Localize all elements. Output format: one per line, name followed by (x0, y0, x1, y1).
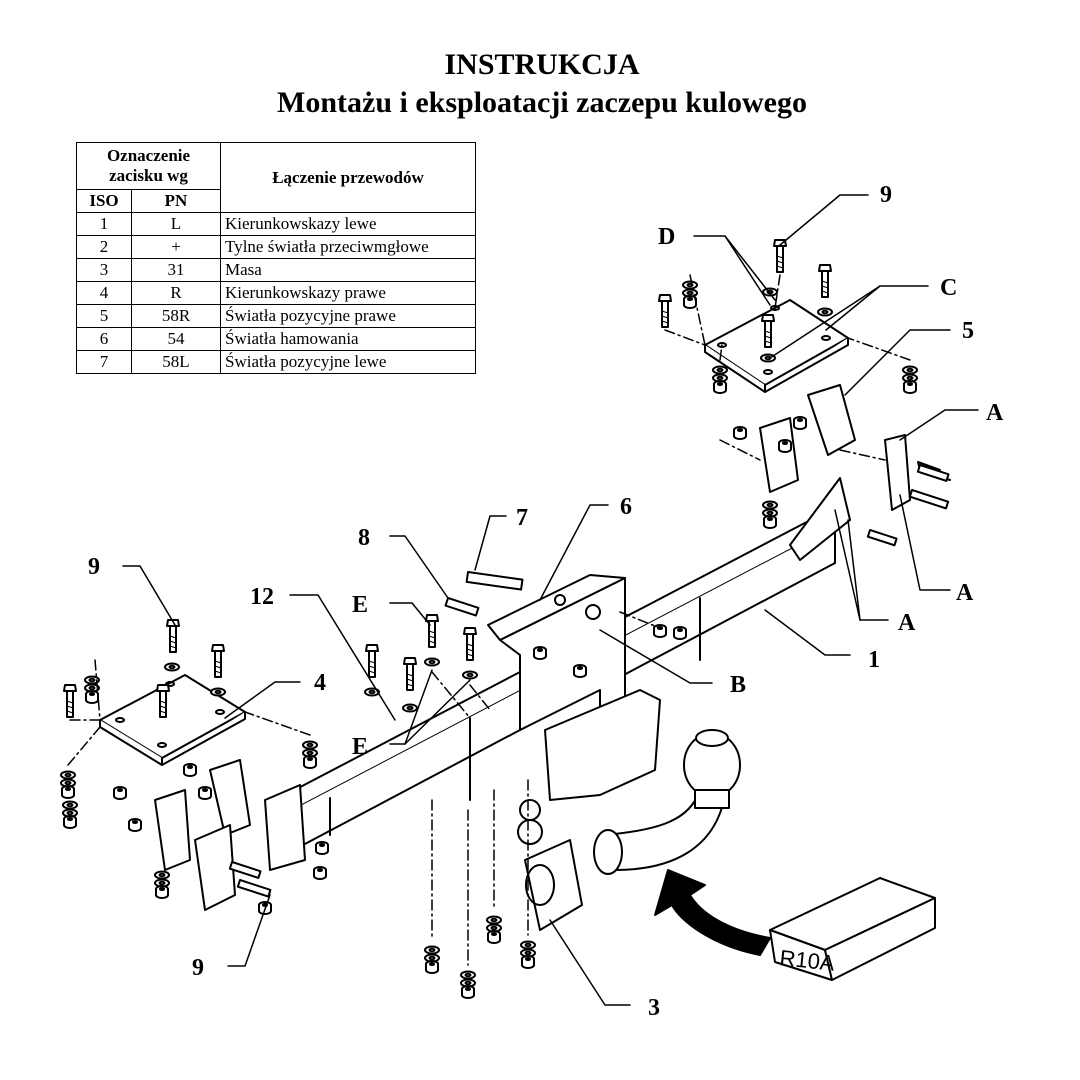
nut-washer-stacks (61, 282, 917, 999)
left-mounting-plate (99, 674, 246, 766)
cell-pn: 31 (131, 258, 221, 282)
wiring-table: Oznaczenie zacisku wg Łączenie przewodów… (76, 142, 476, 374)
label-3: 3 (648, 995, 660, 1021)
label-7: 7 (516, 505, 528, 531)
horizontal-bolts (228, 461, 951, 898)
label-A-3: A (898, 610, 916, 636)
cell-desc: Kierunkowskazy lewe (220, 212, 476, 236)
label-C: C (940, 275, 957, 301)
label-E-2: E (352, 734, 368, 760)
label-4: 4 (314, 670, 326, 696)
label-9-bottom: 9 (192, 955, 204, 981)
cell-pn: + (131, 235, 221, 259)
insert-arrow (654, 869, 771, 956)
cell-pn: 58R (131, 304, 221, 328)
label-A-1: A (986, 400, 1004, 426)
box-label: R10A (778, 945, 836, 976)
label-6: 6 (620, 494, 632, 520)
document-title: INSTRUKCJA (444, 48, 640, 81)
label-1: 1 (868, 647, 880, 673)
cell-desc: Światła pozycyjne prawe (220, 304, 476, 328)
table-row: 7 58L Światła pozycyjne lewe (76, 350, 476, 374)
cell-iso: 7 (76, 350, 132, 374)
table-row: 5 58R Światła pozycyjne prawe (76, 304, 476, 328)
table-row: 2 + Tylne światła przeciwmgłowe (76, 235, 476, 259)
label-9-left: 9 (88, 554, 100, 580)
cell-desc: Kierunkowskazy prawe (220, 281, 476, 305)
table-row: 3 31 Masa (76, 258, 476, 282)
table-row: 4 R Kierunkowskazy prawe (76, 281, 476, 305)
label-5: 5 (962, 318, 974, 344)
leader-lines (122, 194, 979, 1006)
label-12: 12 (250, 584, 274, 610)
label-9-top: 9 (880, 182, 892, 208)
cell-pn: L (131, 212, 221, 236)
right-side-brackets (759, 384, 911, 561)
label-8: 8 (358, 525, 370, 551)
tow-ball-arm (517, 689, 741, 931)
header-iso: ISO (76, 189, 132, 213)
cell-desc: Światła pozycyjne lewe (220, 350, 476, 374)
table-row: 1 L Kierunkowskazy lewe (76, 212, 476, 236)
assembly-guide-lines (67, 274, 911, 966)
bolts (63, 239, 832, 718)
document-subtitle: Montażu i eksploatacji zaczepu kulowego (277, 86, 807, 119)
center-bracket (487, 574, 626, 753)
label-A-2: A (956, 580, 974, 606)
cell-iso: 4 (76, 281, 132, 305)
r10a-box (769, 877, 936, 981)
header-description: Łączenie przewodów (220, 142, 476, 213)
label-D: D (658, 224, 675, 250)
cell-pn: 54 (131, 327, 221, 351)
label-E-1: E (352, 592, 368, 618)
left-side-brackets (154, 759, 306, 911)
label-B: B (730, 672, 746, 698)
cell-pn: 58L (131, 350, 221, 374)
header-group: Oznaczenie zacisku wg (76, 142, 221, 190)
cell-desc: Tylne światła przeciwmgłowe (220, 235, 476, 259)
